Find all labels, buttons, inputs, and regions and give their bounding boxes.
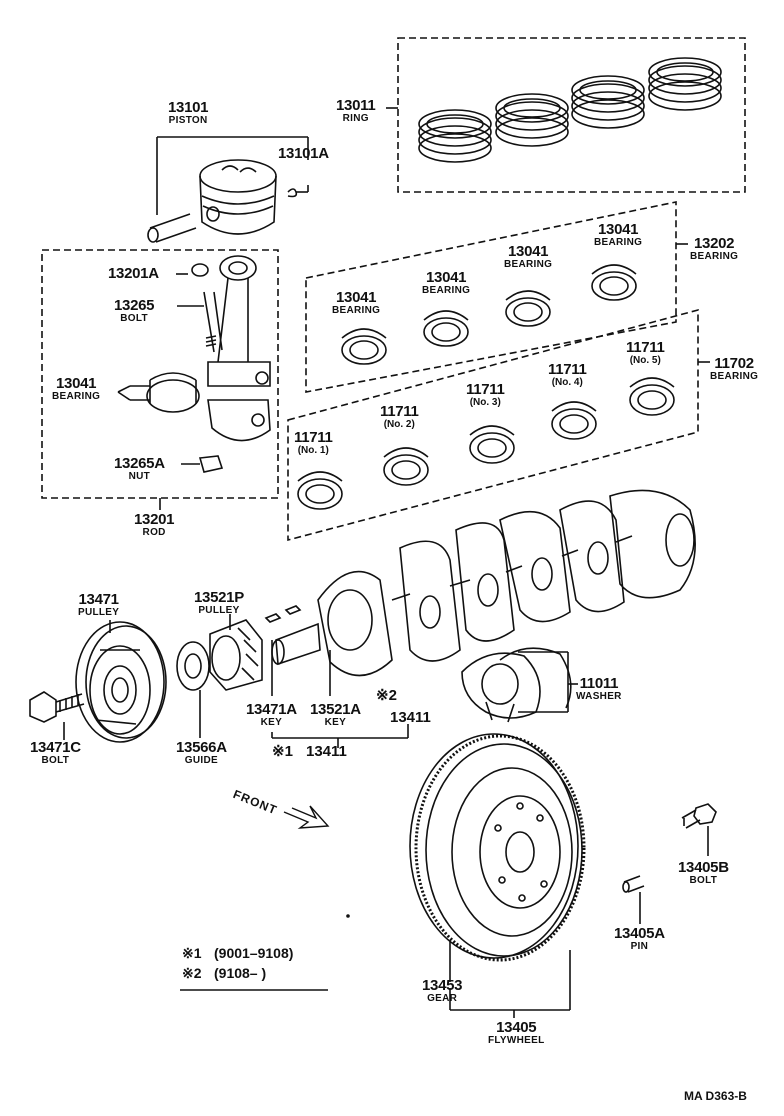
piston [147, 159, 298, 243]
oil-guide [176, 641, 210, 691]
crankshaft [271, 489, 696, 677]
keys [264, 605, 302, 623]
crank-timing-pulley [209, 619, 263, 691]
flywheel [409, 733, 586, 962]
rod-bearing [146, 372, 200, 413]
legend-range-1: (9001–9108) [214, 945, 294, 961]
label-13201A: 13201A [108, 265, 159, 282]
legend-range-2: (9108– ) [214, 965, 267, 981]
pulley-bolt [29, 691, 85, 723]
label-11711-no1: 11711(No. 1) [294, 429, 333, 456]
thrust-washers [461, 647, 572, 723]
piston-rings [418, 57, 722, 163]
mark-2: ※2 [376, 687, 397, 704]
connecting-rod [191, 255, 271, 442]
mark-1: ※1 [272, 743, 293, 760]
main-bearing-shells [297, 377, 675, 510]
rod-group-box [41, 249, 279, 499]
ring-group-box [397, 37, 746, 193]
label-11711-no4: 11711(No. 4) [548, 361, 587, 388]
figure-code: MA D363-B [684, 1089, 747, 1103]
legend-mark-1: ※1 [182, 945, 202, 961]
rod-bearing-shells [341, 264, 637, 365]
label-11711-no5: 11711(No. 5) [626, 339, 665, 366]
crank-pulley [75, 621, 167, 743]
label-13411-2: 13411 [390, 709, 431, 726]
label-13101A: 13101A [278, 145, 329, 162]
rod-nut [198, 455, 224, 473]
rod-bearings-box [305, 201, 677, 393]
legend-mark-2: ※2 [182, 965, 202, 981]
label-13411-1: 13411 [306, 743, 347, 760]
label-11711-no2: 11711(No. 2) [380, 403, 419, 430]
label-11711-no3: 11711(No. 3) [466, 381, 505, 408]
front-arrow [283, 805, 330, 829]
dowel-pin [622, 875, 645, 893]
flywheel-bolt [681, 803, 717, 829]
